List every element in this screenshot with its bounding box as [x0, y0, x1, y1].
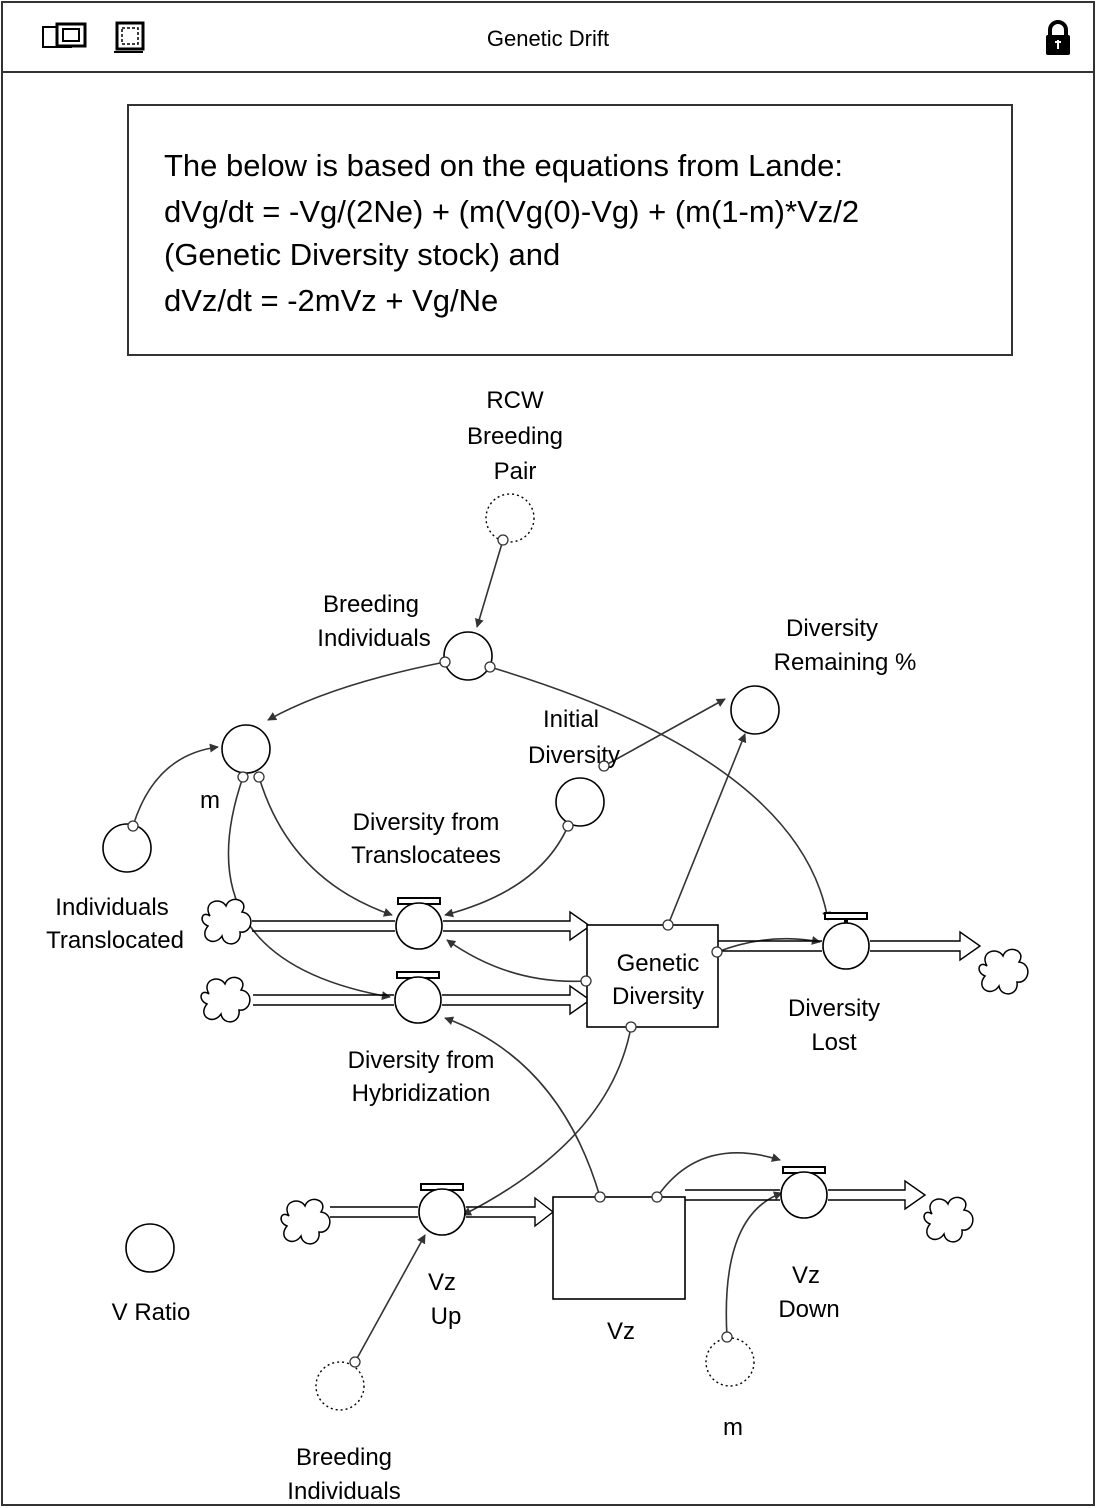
- note-line-2: dVg/dt = -Vg/(2Ne) + (m(Vg(0)-Vg) + (m(1…: [164, 194, 859, 229]
- flow-vz-down[interactable]: Vz Down: [778, 1166, 840, 1323]
- converter-label-line: Breeding: [296, 1444, 392, 1471]
- flow-label-line: Translocatees: [351, 842, 501, 869]
- converter-rcw-breeding-pair[interactable]: RCW Breeding Pair: [467, 387, 563, 543]
- note-line-4: dVz/dt = -2mVz + Vg/Ne: [164, 283, 498, 318]
- converter-diversity-remaining[interactable]: Diversity Remaining %: [730, 615, 917, 735]
- cloud-icon: [201, 898, 252, 945]
- converter-label-line: Individuals: [55, 894, 168, 921]
- connector-breeding-to-lost: [489, 666, 832, 921]
- connector-breeding-ghost-to-vzup: [354, 1234, 426, 1363]
- flow-label-line: Vz: [428, 1269, 456, 1296]
- connector-stock-to-vzup: [462, 1026, 632, 1216]
- flow-label-line: Diversity: [788, 995, 880, 1022]
- connector-vz-to-vzdown: [656, 1152, 781, 1198]
- converter-label-line: Initial: [543, 706, 599, 733]
- converter-label-line: Individuals: [287, 1478, 400, 1505]
- stock-label-line: Genetic: [617, 950, 700, 977]
- converter-label-line: RCW: [486, 387, 544, 414]
- clouds: [200, 898, 1029, 1245]
- selection-icon[interactable]: [111, 21, 147, 55]
- converter-label-line: Pair: [494, 458, 537, 485]
- flow-label-line: Diversity from: [353, 809, 500, 836]
- cloud-icon: [923, 1196, 974, 1243]
- connector-indiv-to-m: [132, 743, 219, 827]
- title-bar: Genetic Drift: [3, 3, 1093, 73]
- stock-genetic-diversity[interactable]: Genetic Diversity: [586, 924, 719, 1028]
- converter-individuals-translocated[interactable]: Individuals Translocated: [46, 823, 184, 954]
- cloud-icon: [200, 976, 251, 1023]
- converter-label-line: Remaining %: [774, 649, 917, 676]
- flow-label-line: Lost: [811, 1029, 857, 1056]
- flow-label-line: Vz: [792, 1262, 820, 1289]
- connector-stock-to-translocatees: [446, 939, 587, 983]
- cloud-icon: [978, 948, 1029, 995]
- connector-stock-to-remaining: [667, 733, 747, 926]
- flow-label-line: Up: [431, 1303, 462, 1330]
- connector-stock-to-lost: [716, 936, 821, 953]
- converter-m[interactable]: m: [200, 724, 271, 814]
- connector-rcw-to-breeding: [475, 539, 504, 628]
- window-icon[interactable]: [41, 21, 91, 53]
- note-box[interactable]: The below is based on the equations from…: [127, 104, 1013, 356]
- note-line-3: (Genetic Diversity stock) and: [164, 237, 560, 272]
- flow-label-line: Diversity from: [348, 1047, 495, 1074]
- flow-label-line: Down: [778, 1296, 839, 1323]
- stock-vz[interactable]: Vz: [552, 1196, 686, 1345]
- connector-breeding-to-m: [267, 661, 446, 721]
- converter-label: m: [200, 787, 220, 814]
- converter-label-line: Translocated: [46, 927, 184, 954]
- cloud-icon: [280, 1198, 331, 1245]
- converter-label-line: Breeding: [467, 423, 563, 450]
- converter-label-line: Breeding: [323, 591, 419, 618]
- converter-breeding-individuals-ghost[interactable]: Breeding Individuals: [287, 1361, 401, 1505]
- flow-diversity-from-hybridization[interactable]: Diversity from Hybridization: [348, 971, 495, 1107]
- flow-diversity-lost[interactable]: Diversity Lost: [788, 912, 880, 1056]
- stock-label: Vz: [607, 1318, 635, 1345]
- converter-label-line: Diversity: [786, 615, 878, 642]
- note-line-1: The below is based on the equations from…: [164, 148, 843, 183]
- converter-label: V Ratio: [112, 1299, 191, 1326]
- converter-m-ghost[interactable]: m: [705, 1337, 755, 1441]
- converter-breeding-individuals[interactable]: Breeding Individuals: [317, 591, 493, 681]
- flow-label-line: Hybridization: [352, 1080, 491, 1107]
- connector-m-ghost-to-vzdown: [725, 1191, 783, 1338]
- connector-vz-to-hybridization: [444, 1016, 601, 1198]
- lock-icon[interactable]: [1043, 19, 1073, 59]
- flow-vz-up[interactable]: Vz Up: [418, 1183, 466, 1330]
- converter-v-ratio[interactable]: V Ratio: [112, 1223, 191, 1326]
- connector-initial-to-translocatees: [444, 825, 569, 918]
- connector-m-to-translocatees: [258, 776, 393, 917]
- window-title: Genetic Drift: [486, 26, 610, 51]
- converter-label-line: Individuals: [317, 625, 430, 652]
- converter-label: m: [723, 1414, 743, 1441]
- connector-handles: [127, 534, 733, 1368]
- connector-initial-to-remaining: [603, 698, 726, 767]
- stock-label-line: Diversity: [612, 983, 704, 1010]
- flow-diversity-from-translocatees[interactable]: Diversity from Translocatees: [351, 809, 501, 950]
